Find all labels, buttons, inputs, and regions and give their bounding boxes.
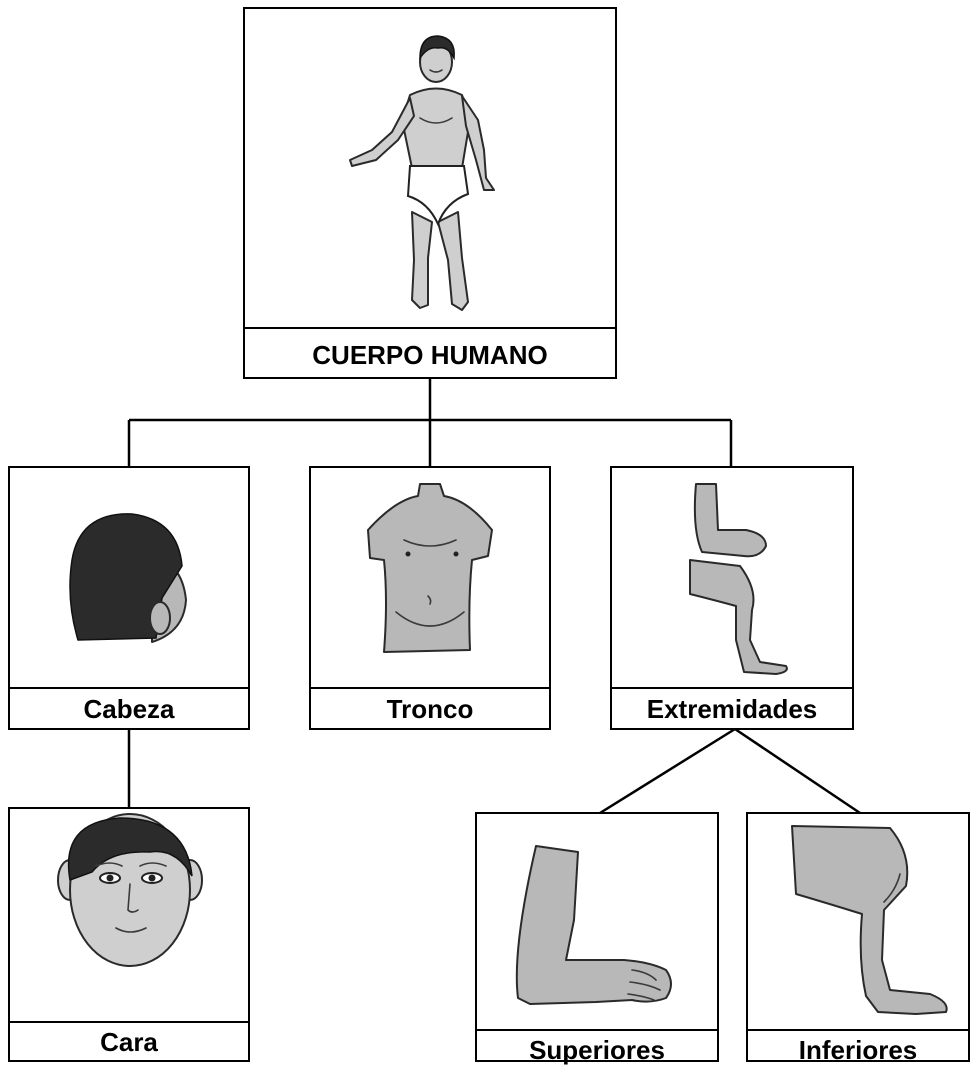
head-back-icon: [70, 514, 186, 642]
card-label: Tronco: [387, 694, 474, 724]
card-cara: Cara: [9, 808, 249, 1061]
connector-extremidades-superiores: [600, 729, 735, 813]
card-tronco: Tronco: [310, 467, 550, 729]
card-extremidades: Extremidades: [611, 467, 853, 729]
card-cuerpo-humano: CUERPO HUMANO: [244, 8, 616, 378]
card-label: Extremidades: [647, 694, 818, 724]
card-cabeza: Cabeza: [9, 467, 249, 729]
card-label: CUERPO HUMANO: [312, 340, 547, 370]
card-label: Superiores: [529, 1035, 665, 1065]
card-label: Cara: [100, 1027, 158, 1057]
card-superiores: Superiores: [476, 813, 718, 1065]
card-frame: [476, 813, 718, 1061]
card-label: Cabeza: [83, 694, 175, 724]
card-inferiores: Inferiores: [747, 813, 969, 1065]
connector-extremidades-inferiores: [735, 729, 860, 813]
card-label: Inferiores: [799, 1035, 918, 1065]
